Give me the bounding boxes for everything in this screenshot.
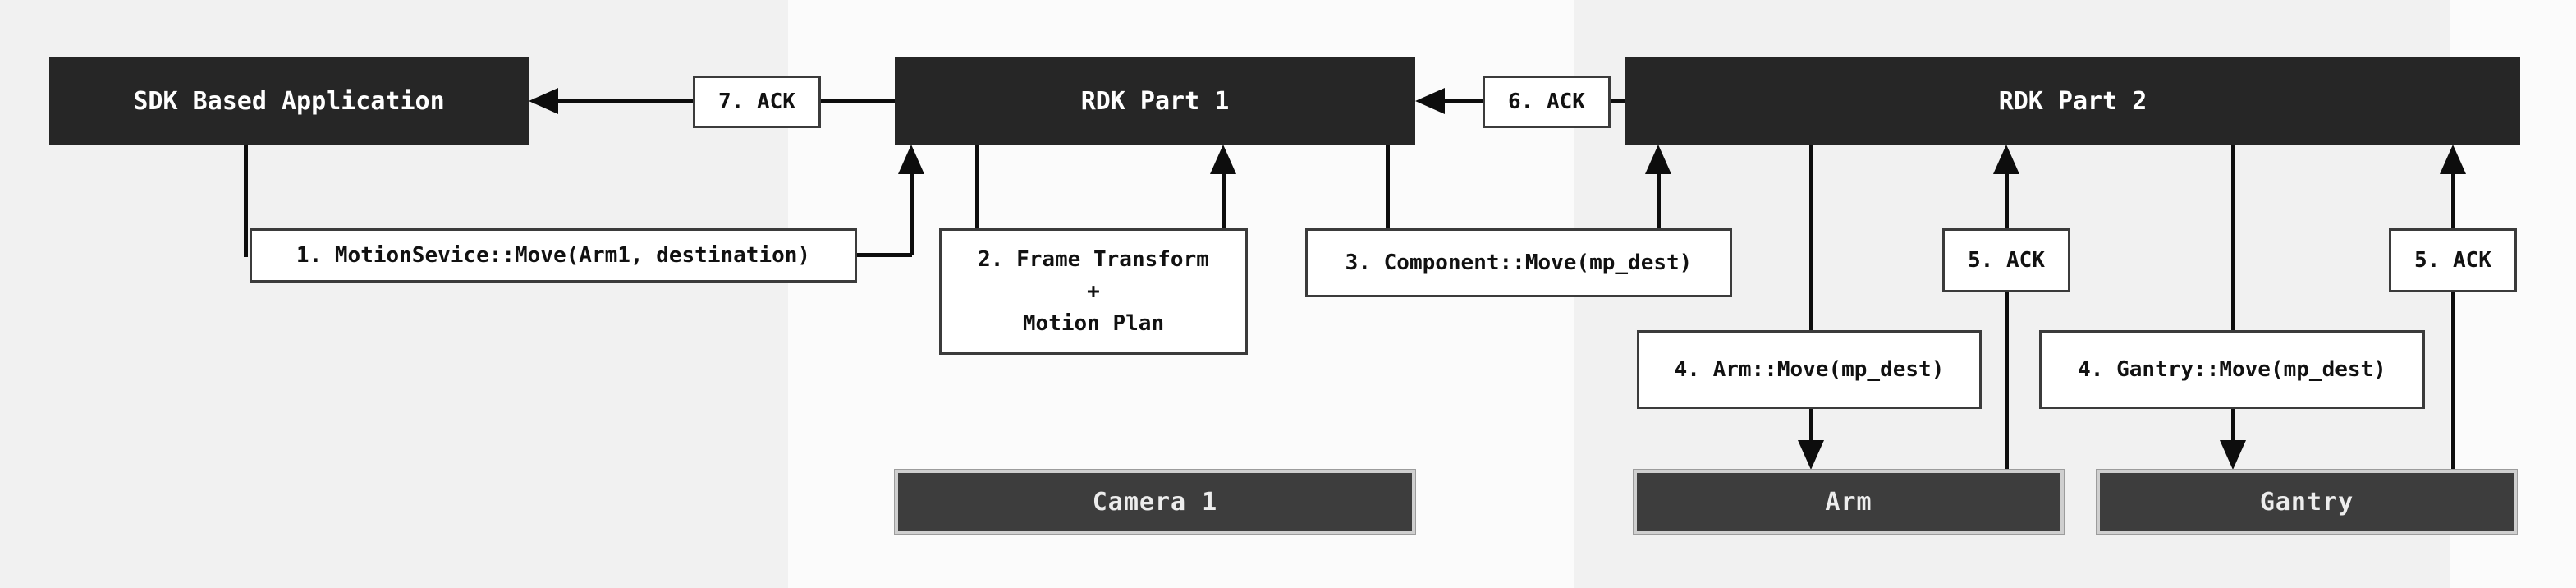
message-ack5-arm: 5. ACK <box>1942 228 2070 292</box>
node-rdk-part-1: RDK Part 1 <box>895 57 1415 145</box>
arrowhead-up-icon <box>898 145 924 174</box>
connector-gantry-ack-line <box>2451 174 2455 470</box>
message-gantry-move: 4. Gantry::Move(mp_dest) <box>2039 330 2425 409</box>
arrowhead-up-icon <box>1210 145 1236 174</box>
connector-msg2-up-line <box>1222 174 1226 228</box>
message-motion-service-move: 1. MotionSevice::Move(Arm1, destination) <box>250 228 857 283</box>
message-frame-transform-motion-plan: 2. Frame Transform + Motion Plan <box>939 228 1248 355</box>
connector-msg2-down-line <box>975 145 979 228</box>
arrowhead-up-icon <box>1645 145 1671 174</box>
connector-gantry-down-line <box>2231 145 2235 440</box>
connector-msg1-horizontal-line <box>857 253 912 257</box>
node-gantry: Gantry <box>2096 469 2518 535</box>
connector-msg1-up-line <box>910 174 914 255</box>
message-ack5-gantry: 5. ACK <box>2389 228 2517 292</box>
arrowhead-down-icon <box>2220 440 2246 470</box>
node-sdk-based-application: SDK Based Application <box>49 57 529 145</box>
node-camera-1: Camera 1 <box>894 469 1416 535</box>
node-rdk-part-2: RDK Part 2 <box>1625 57 2520 145</box>
node-arm: Arm <box>1633 469 2065 535</box>
message-ack7: 7. ACK <box>693 76 821 128</box>
message-line: + <box>1087 278 1100 304</box>
arrowhead-down-icon <box>1798 440 1824 470</box>
arrowhead-left-icon <box>1415 88 1445 114</box>
connector-arm-down-line <box>1809 145 1813 440</box>
message-line: 2. Frame Transform <box>978 246 1209 272</box>
message-component-move: 3. Component::Move(mp_dest) <box>1305 228 1732 297</box>
message-line: Motion Plan <box>1022 310 1165 336</box>
message-arm-move: 4. Arm::Move(mp_dest) <box>1637 330 1982 409</box>
connector-msg3-up-line <box>1657 174 1661 228</box>
connector-msg3-down-line <box>1386 145 1390 228</box>
message-ack6: 6. ACK <box>1483 76 1611 128</box>
arrowhead-up-icon <box>2440 145 2466 174</box>
arrowhead-up-icon <box>1993 145 2019 174</box>
connector-msg1-down-line <box>244 145 248 257</box>
connector-arm-ack-line <box>2005 174 2009 470</box>
arrowhead-left-icon <box>529 88 558 114</box>
